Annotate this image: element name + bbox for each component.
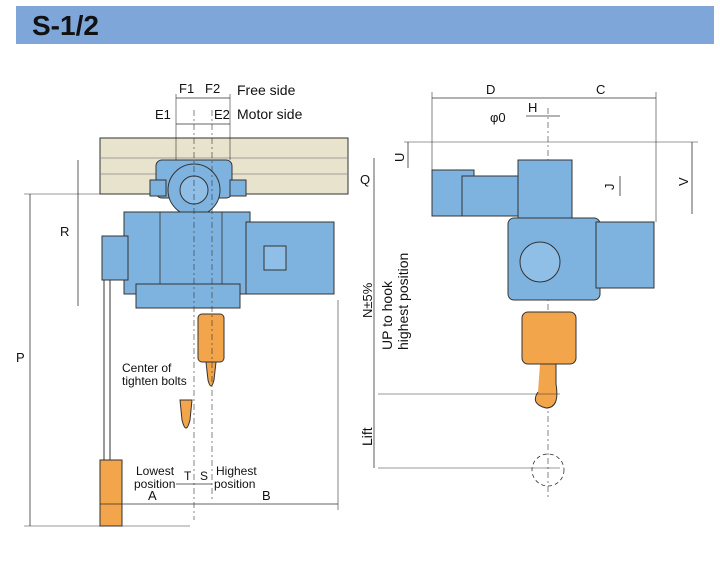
title-bar: S-1/2 xyxy=(16,6,714,44)
label-lowest2: position xyxy=(134,477,175,491)
label-b: B xyxy=(262,488,271,503)
label-up2: highest position xyxy=(395,253,411,350)
label-t: T xyxy=(184,469,192,483)
label-c: C xyxy=(596,82,605,97)
label-up1: UP to hook xyxy=(379,280,395,350)
label-a: A xyxy=(148,488,157,503)
label-highest1: Highest xyxy=(216,464,257,478)
label-h: H xyxy=(528,100,537,115)
label-f1: F1 xyxy=(179,81,194,96)
label-j: J xyxy=(602,184,617,191)
page-title: S-1/2 xyxy=(32,10,99,41)
label-f2: F2 xyxy=(205,81,220,96)
label-e2: E2 xyxy=(214,107,230,122)
label-e1: E1 xyxy=(155,107,171,122)
label-center1: Center of xyxy=(122,361,172,375)
label-free-side: Free side xyxy=(237,82,296,98)
label-highest2: position xyxy=(214,477,255,491)
label-motor-side: Motor side xyxy=(237,106,303,122)
label-phi: φ0 xyxy=(490,110,506,125)
pendant-switch xyxy=(99,459,123,527)
hook-block xyxy=(197,313,225,363)
label-r: R xyxy=(60,224,69,239)
label-p: P xyxy=(16,350,25,365)
hoist-drum xyxy=(123,211,251,295)
label-d: D xyxy=(486,82,495,97)
label-lift: Lift xyxy=(359,427,375,446)
label-center2: tighten bolts xyxy=(122,374,187,388)
label-s: S xyxy=(200,469,208,483)
label-n: N±5% xyxy=(360,282,375,318)
label-v: V xyxy=(676,177,691,186)
label-lowest1: Lowest xyxy=(136,464,175,478)
label-q: Q xyxy=(360,172,370,187)
label-u: U xyxy=(392,153,407,162)
motor-housing xyxy=(245,221,335,295)
side-hook-block xyxy=(521,311,577,365)
